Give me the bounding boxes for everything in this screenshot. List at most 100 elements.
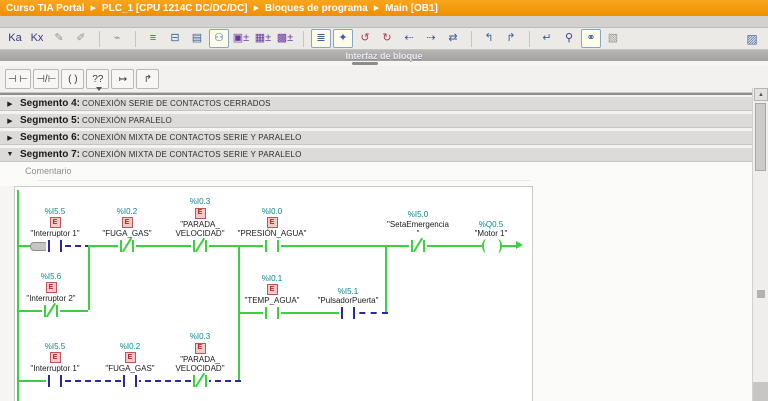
coil-icon[interactable]	[482, 239, 491, 253]
expand-segment-icon[interactable]: ▶	[7, 134, 13, 142]
favorites-toggle-icon[interactable]: ≣	[311, 29, 331, 48]
operand-address[interactable]: %I0.0	[261, 206, 283, 216]
operand-label[interactable]: %I5.0"SetaEmergencia"	[368, 210, 468, 239]
operand-name[interactable]: "TEMP_AGUA"	[244, 296, 300, 306]
favorite-open-branch-button[interactable]: ↦	[111, 69, 135, 89]
segment-row[interactable]: ▶Segmento 6:CONEXIÓN MIXTA DE CONTACTOS …	[0, 131, 752, 145]
collapse-segment-icon[interactable]: ▼	[6, 151, 14, 158]
operand-address[interactable]: %I0.2	[116, 206, 138, 216]
no-contact-icon[interactable]	[60, 375, 62, 387]
operand-name[interactable]: "FUGA_GAS"	[102, 229, 152, 239]
favorite-coil-button[interactable]: ( )	[61, 69, 85, 89]
favorites-caret-icon[interactable]	[96, 87, 102, 91]
free-form-comment-icon[interactable]: ✎	[49, 29, 69, 48]
block-interface-header[interactable]: Interfaz de bloque	[0, 50, 768, 61]
nc-contact-icon[interactable]	[205, 375, 207, 387]
nc-contact-icon[interactable]	[132, 240, 134, 252]
snapshot-icon[interactable]: ▧	[603, 29, 623, 48]
segment-row[interactable]: ▼Segmento 7:CONEXIÓN MIXTA DE CONTACTOS …	[0, 148, 752, 162]
operand-address[interactable]: %I5.5	[44, 206, 66, 216]
step-back-icon[interactable]: ↰	[479, 29, 499, 48]
nc-contact-icon[interactable]	[120, 240, 122, 252]
expand-networks-icon[interactable]: ≡	[143, 29, 163, 48]
breadcrumb-item[interactable]: Curso TIA Portal	[6, 2, 85, 14]
favorite-close-branch-button[interactable]: ↱	[136, 69, 160, 89]
favorite-nc-contact-button[interactable]: ⊣/⊢	[33, 69, 60, 89]
update-block-calls-icon[interactable]: ⇄	[443, 29, 463, 48]
breadcrumb-item[interactable]: PLC_1 [CPU 1214C DC/DC/DC]	[101, 2, 248, 14]
collapse-networks-icon[interactable]: ⊟	[165, 29, 185, 48]
no-contact-icon[interactable]	[135, 375, 137, 387]
expand-segment-icon[interactable]: ▶	[7, 117, 13, 125]
reset-start-values-icon[interactable]: ↺	[355, 29, 375, 48]
nc-contact-icon[interactable]	[423, 240, 425, 252]
operand-name[interactable]: "Motor 1"	[474, 229, 508, 239]
step-into-icon[interactable]: ↱	[501, 29, 521, 48]
operand-name[interactable]: "PARADA_	[180, 219, 220, 229]
operand-address[interactable]: %Q0.5	[478, 219, 504, 229]
no-contact-icon[interactable]	[341, 307, 343, 319]
symbolic-operands-icon[interactable]: Kx	[27, 29, 47, 48]
operand-name[interactable]: "SetaEmergencia	[387, 219, 449, 229]
operand-name[interactable]: "Interruptor 2"	[26, 294, 76, 304]
no-contact-icon[interactable]	[277, 240, 279, 252]
connection-plug-icon[interactable]: ⌁	[107, 29, 127, 48]
nc-contact-icon[interactable]	[56, 305, 58, 317]
operand-name[interactable]: "PulsadorPuerta"	[317, 296, 379, 306]
edit-comment-icon[interactable]: ✐	[71, 29, 91, 48]
operand-address[interactable]: %I5.1	[337, 286, 359, 296]
call-structure-icon[interactable]: ↵	[537, 29, 557, 48]
operand-address[interactable]: %I5.0	[407, 210, 429, 220]
operand-label[interactable]: %Q0.5"Motor 1"	[441, 220, 541, 239]
no-contact-icon[interactable]	[123, 375, 125, 387]
highlight-toggle-icon[interactable]: ✦	[333, 29, 353, 48]
nc-contact-icon[interactable]	[411, 240, 413, 252]
network-comment-placeholder[interactable]: Comentario	[25, 166, 72, 176]
coil-icon[interactable]	[493, 239, 502, 253]
operand-name[interactable]: VELOCIDAD"	[175, 364, 225, 374]
operand-name[interactable]: "Interruptor 1"	[30, 364, 80, 374]
no-contact-icon[interactable]	[277, 307, 279, 319]
operand-name[interactable]: "FUGA_GAS"	[105, 364, 155, 374]
breadcrumb-item[interactable]: Bloques de programa	[264, 2, 368, 14]
expand-segment-icon[interactable]: ▶	[7, 100, 13, 108]
operand-address[interactable]: %I0.3	[189, 197, 211, 207]
vertical-scrollbar[interactable]: ▲	[752, 88, 768, 401]
nc-contact-icon[interactable]	[193, 240, 195, 252]
segment-row[interactable]: ▶Segmento 5:CONEXIÓN PARALELO	[0, 114, 752, 128]
operand-address[interactable]: %I5.6	[40, 271, 62, 281]
block-interface-grip[interactable]	[352, 62, 378, 65]
scrollbar-thumb[interactable]	[755, 103, 766, 171]
operand-name[interactable]: "Interruptor 1"	[30, 229, 80, 239]
no-contact-icon[interactable]	[265, 240, 267, 252]
favorite-empty-box-button[interactable]: ??	[86, 69, 110, 89]
insert-move-box-icon[interactable]: ▦±	[253, 29, 273, 48]
split-editor-icon[interactable]: ▨	[746, 32, 758, 46]
operand-name[interactable]: VELOCIDAD"	[175, 229, 225, 239]
operand-label[interactable]: %I5.1"PulsadorPuerta"	[298, 287, 398, 306]
nc-contact-icon[interactable]	[205, 240, 207, 252]
nc-contact-icon[interactable]	[193, 375, 195, 387]
previous-error-icon[interactable]: ⇠	[399, 29, 419, 48]
user-search-icon[interactable]: ⚲	[559, 29, 579, 48]
operand-address[interactable]: %I0.3	[189, 332, 211, 342]
no-contact-icon[interactable]	[353, 307, 355, 319]
breadcrumb-item[interactable]: Main [OB1]	[385, 2, 438, 14]
operand-name[interactable]: "PRESIÓN_AGUA"	[237, 229, 307, 239]
absolute-operands-icon[interactable]: Ka	[5, 29, 25, 48]
insert-timer-box-icon[interactable]: ▩±	[275, 29, 295, 48]
show-comments-icon[interactable]: ⚇	[209, 29, 229, 48]
no-contact-icon[interactable]	[60, 240, 62, 252]
operand-address[interactable]: %I5.5	[44, 341, 66, 351]
operand-address[interactable]: %I0.2	[119, 341, 141, 351]
next-error-icon[interactable]: ⇢	[421, 29, 441, 48]
monitoring-toggle-icon[interactable]: ⚭	[581, 29, 601, 48]
no-contact-icon[interactable]	[265, 307, 267, 319]
